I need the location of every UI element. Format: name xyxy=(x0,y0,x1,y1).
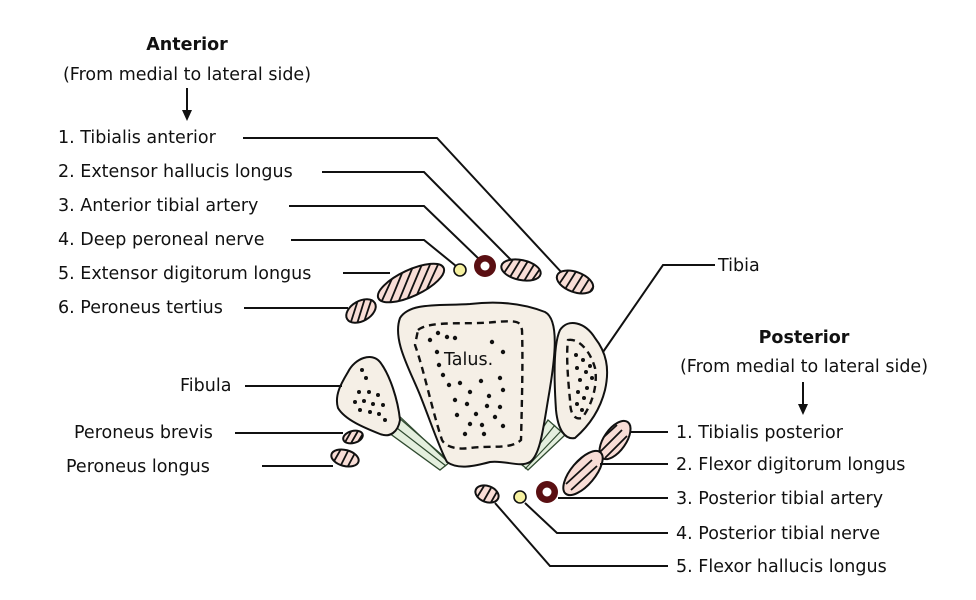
talus-bone: Talus. xyxy=(397,301,556,468)
anterior-tibial-artery xyxy=(474,255,496,277)
label-tibialis-posterior: 1. Tibialis posterior xyxy=(676,423,844,443)
extensor-digitorum-longus-muscle xyxy=(376,257,446,306)
label-extensor-digitorum-longus: 5. Extensor digitorum longus xyxy=(58,264,311,284)
label-peroneus-longus: Peroneus longus xyxy=(66,457,210,477)
label-peroneus-brevis: Peroneus brevis xyxy=(74,423,213,443)
anterior-title: Anterior xyxy=(146,35,228,55)
label-flexor-digitorum-longus: 2. Flexor digitorum longus xyxy=(676,455,905,475)
label-extensor-hallucis-longus: 2. Extensor hallucis longus xyxy=(58,162,293,182)
label-tibialis-anterior: 1. Tibialis anterior xyxy=(58,128,217,148)
posterior-arrow-icon xyxy=(798,382,808,415)
leader-line-flexor-hallucis-longus xyxy=(494,502,668,567)
extensor-hallucis-longus-muscle xyxy=(499,257,543,284)
fibula-bone xyxy=(336,356,402,437)
peroneus-brevis-muscle xyxy=(342,429,365,446)
label-anterior-tibial-artery: 3. Anterior tibial artery xyxy=(58,196,258,216)
label-flexor-hallucis-longus: 5. Flexor hallucis longus xyxy=(676,557,887,577)
label-posterior-tibial-nerve: 4. Posterior tibial nerve xyxy=(676,524,880,544)
flexor-hallucis-longus-muscle xyxy=(474,484,500,505)
leader-line-deep-peroneal-nerve xyxy=(291,239,457,267)
anterior-arrow-icon xyxy=(182,88,192,121)
leader-line-tibia xyxy=(602,264,715,353)
posterior-tibial-artery xyxy=(536,481,558,503)
posterior-title: Posterior xyxy=(759,328,850,348)
posterior-tibial-nerve xyxy=(513,490,527,504)
anterior-subtitle: (From medial to lateral side) xyxy=(63,65,311,85)
leader-line-extensor-hallucis-longus xyxy=(322,171,514,263)
talus-label: Talus. xyxy=(443,350,493,370)
posterior-subtitle: (From medial to lateral side) xyxy=(680,357,928,377)
flexor-digitorum-longus-muscle xyxy=(561,449,604,497)
leader-line-anterior-tibial-artery xyxy=(289,205,481,261)
deep-peroneal-nerve xyxy=(453,263,467,277)
fibula-label: Fibula xyxy=(180,376,231,396)
tibia-label: Tibia xyxy=(717,256,760,276)
label-deep-peroneal-nerve: 4. Deep peroneal nerve xyxy=(58,230,265,250)
peroneus-tertius-muscle xyxy=(345,297,377,326)
leader-line-tibialis-anterior xyxy=(243,137,564,275)
label-peroneus-tertius: 6. Peroneus tertius xyxy=(58,298,223,318)
tibialis-anterior-muscle xyxy=(554,267,597,298)
peroneus-longus-muscle xyxy=(330,448,360,469)
tibia-bone xyxy=(553,322,609,440)
label-posterior-tibial-artery: 3. Posterior tibial artery xyxy=(676,489,883,509)
leader-line-posterior-tibial-nerve xyxy=(524,502,668,534)
